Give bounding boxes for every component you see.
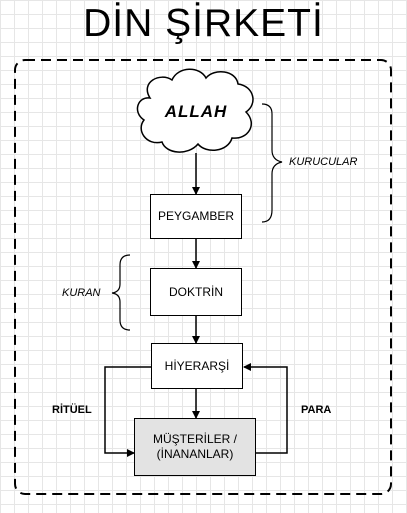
kuran-label: KURAN xyxy=(62,287,101,299)
kuran-brace xyxy=(111,254,131,331)
kurucular-brace xyxy=(261,103,283,223)
dashed-container xyxy=(14,59,392,495)
arrow-rituel-loop xyxy=(104,366,151,457)
node-musteriler-line1: MÜŞTERİLER / xyxy=(152,432,237,446)
para-label: PARA xyxy=(301,404,332,416)
node-musteriler: MÜŞTERİLER / (İNANANLAR) xyxy=(134,418,256,476)
node-peygamber-label: PEYGAMBER xyxy=(157,209,235,223)
kurucular-label: KURUCULAR xyxy=(289,156,358,168)
node-hiyerarsi-label: HİYERARŞİ xyxy=(164,358,230,373)
node-peygamber: PEYGAMBER xyxy=(150,194,242,239)
cloud-shape xyxy=(136,68,254,153)
node-musteriler-line2: (İNANANLAR) xyxy=(156,447,234,461)
diagram-title: DİN ŞİRKETİ xyxy=(83,2,324,45)
node-hiyerarsi: HİYERARŞİ xyxy=(151,343,243,389)
rituel-label: RİTÜEL xyxy=(52,404,92,416)
cloud-label: ALLAH xyxy=(164,102,228,121)
arrow-para-loop xyxy=(243,363,288,454)
node-doktrin-label: DOKTRİN xyxy=(169,284,223,299)
node-doktrin: DOKTRİN xyxy=(150,268,242,316)
